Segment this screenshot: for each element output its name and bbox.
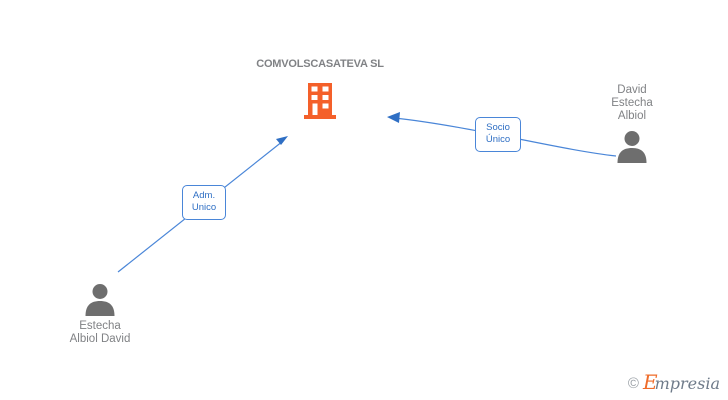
- relation-label-adm-unico[interactable]: Adm. Unico: [182, 185, 226, 220]
- person-node-david-estecha-albiol[interactable]: David Estecha Albiol: [572, 84, 692, 163]
- company-node[interactable]: COMVOLSCASATEVA SL: [232, 58, 408, 119]
- building-icon: [304, 83, 336, 119]
- person-icon: [85, 284, 115, 316]
- relation-label-socio-unico[interactable]: Socio Único: [475, 117, 521, 152]
- brand-logo: Empresia: [643, 372, 720, 394]
- person-name-label: Estecha Albiol David: [69, 320, 131, 345]
- brand-name: mpresia: [654, 374, 720, 393]
- person-node-estecha-albiol-david[interactable]: Estecha Albiol David: [40, 282, 160, 346]
- watermark: © Empresia: [628, 372, 720, 394]
- person-name-label: David Estecha Albiol: [611, 84, 653, 122]
- brand-initial: E: [642, 370, 658, 394]
- company-name-label: COMVOLSCASATEVA SL: [256, 58, 384, 70]
- copyright-icon: ©: [627, 374, 639, 392]
- person-icon: [617, 131, 647, 163]
